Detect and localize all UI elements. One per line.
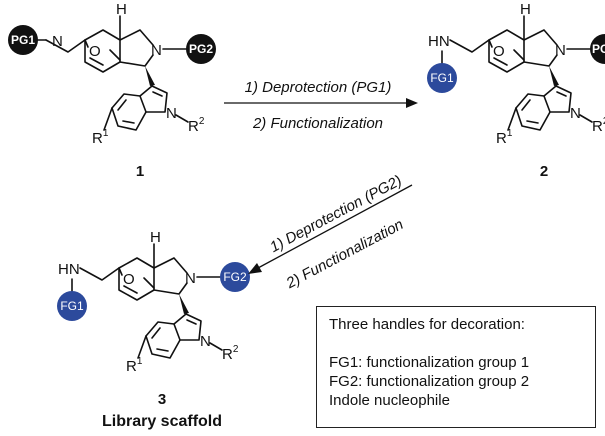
- indole-n-label: N: [570, 105, 581, 122]
- fg2-label: FG2: [223, 270, 247, 284]
- decoration-handles-box: Three handles for decoration: FG1: funct…: [316, 306, 596, 428]
- compound-number-3: 3: [158, 391, 166, 408]
- ring-n-label: N: [185, 270, 196, 287]
- pg2-label: PG2: [189, 42, 213, 56]
- indole-n-label: N: [166, 105, 177, 122]
- ring-n-label: N: [555, 42, 566, 59]
- info-item-fg2: FG2: functionalization group 2: [329, 373, 530, 390]
- arrow-2-head: [248, 263, 262, 274]
- arrow-1-head: [406, 98, 418, 108]
- compound-1: N O H N N R2 R1 PG1 PG2 1: [8, 1, 216, 180]
- info-item-indole: Indole nucleophile: [329, 392, 450, 409]
- amine-n-label: N: [52, 33, 63, 50]
- amine-hn-label: HN: [58, 261, 80, 278]
- reaction-arrow-1: 1) Deprotection (PG1) 2) Functionalizati…: [224, 79, 418, 132]
- r2-label: R2: [222, 344, 239, 363]
- r1-label: R1: [92, 128, 109, 147]
- step-2-line-1: 1) Deprotection (PG2): [267, 172, 405, 256]
- bridge-o-label: O: [123, 271, 135, 288]
- compound-2: HN O H N N R2 R1 FG1 PG2 2: [427, 1, 605, 180]
- compound-number-1: 1: [136, 163, 144, 180]
- arrow-2-line: [257, 184, 413, 269]
- amine-hn-label: HN: [428, 33, 450, 50]
- pg2-circle: [186, 34, 216, 64]
- reaction-arrow-2: 1) Deprotection (PG2) 2) Functionalizati…: [248, 172, 413, 293]
- indole-n-label: N: [200, 333, 211, 350]
- fg1-circle: [57, 291, 87, 321]
- compound-3: HN O H N N R2 R1 FG1 FG2 3 Library scaff…: [57, 229, 250, 430]
- r2-label: R2: [188, 116, 205, 135]
- fg1-label: FG1: [60, 299, 84, 313]
- junction-h-label: H: [116, 1, 127, 18]
- pg2-label: PG2: [592, 42, 605, 56]
- junction-h-label: H: [150, 229, 161, 246]
- library-scaffold-caption: Library scaffold: [102, 413, 222, 430]
- r1-label: R1: [496, 128, 513, 147]
- pg1-label: PG1: [11, 33, 35, 47]
- step-1-line-2: 2) Functionalization: [252, 115, 383, 132]
- pg1-circle: [8, 25, 38, 55]
- bridge-o-label: O: [493, 43, 505, 60]
- info-item-fg1: FG1: functionalization group 1: [329, 354, 530, 371]
- fg1-circle: [427, 63, 457, 93]
- ring-n-label: N: [151, 42, 162, 59]
- pg2-circle: [590, 34, 605, 64]
- r1-label: R1: [126, 356, 143, 375]
- fg2-circle: [220, 262, 250, 292]
- junction-h-label: H: [520, 1, 531, 18]
- compound-number-2: 2: [540, 163, 548, 180]
- fg1-label: FG1: [430, 71, 454, 85]
- info-box-title: Three handles for decoration:: [329, 316, 525, 333]
- bridge-o-label: O: [89, 43, 101, 60]
- step-1-line-1: 1) Deprotection (PG1): [245, 79, 392, 96]
- r2-label: R2: [592, 116, 605, 135]
